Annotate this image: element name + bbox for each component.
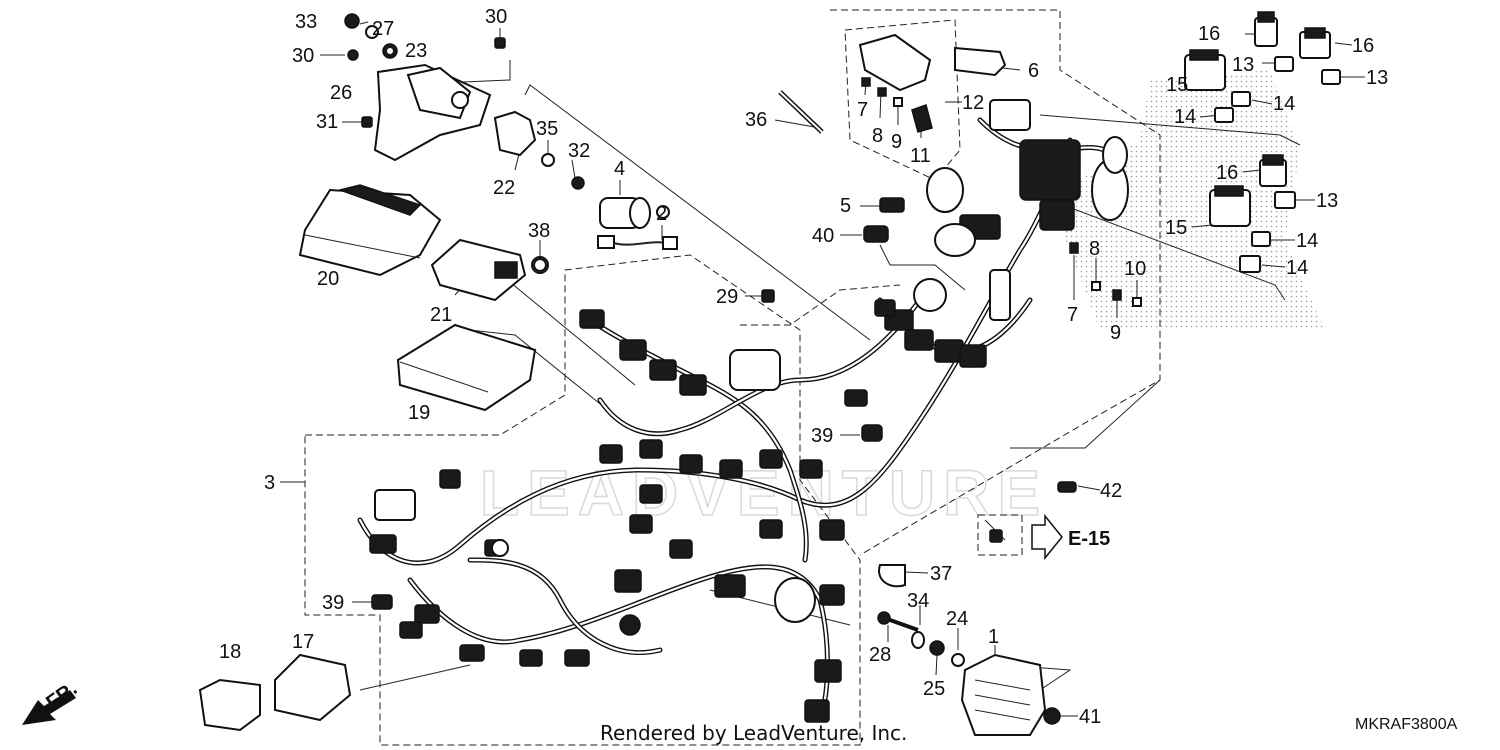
callout-21: 21 (430, 304, 452, 326)
front-direction-arrow: FR. (22, 678, 81, 725)
callout-32: 32 (568, 140, 590, 162)
callout-16-c: 16 (1216, 162, 1238, 184)
callout-8-right: 8 (1089, 238, 1100, 260)
render-credit: Rendered by LeadVenture, Inc. (600, 721, 907, 745)
callout-12: 12 (962, 92, 984, 114)
callout-4: 4 (614, 158, 625, 180)
callout-41: 41 (1079, 706, 1101, 728)
callout-16-b: 16 (1352, 35, 1374, 57)
callout-38: 38 (528, 220, 550, 242)
callout-6: 6 (1028, 60, 1039, 82)
callout-40: 40 (812, 225, 834, 247)
callout-36: 36 (745, 109, 767, 131)
parts-artwork (198, 11, 1341, 736)
watermark: LEADVENTURE (480, 457, 1048, 529)
callout-19: 19 (408, 402, 430, 424)
callout-27: 27 (372, 18, 394, 40)
callout-30-top: 30 (485, 6, 507, 28)
callout-34: 34 (907, 590, 929, 612)
callout-37: 37 (930, 563, 952, 585)
callout-5: 5 (840, 195, 851, 217)
callout-42: 42 (1100, 480, 1122, 502)
main-wire-harness (357, 99, 1129, 723)
callout-11: 11 (910, 145, 931, 167)
callout-3: 3 (264, 472, 275, 494)
callout-14-c: 14 (1296, 230, 1318, 252)
callout-10: 10 (1124, 258, 1146, 280)
callout-31: 31 (316, 111, 338, 133)
e15-box (977, 514, 1023, 556)
callout-26: 26 (330, 82, 352, 104)
callout-14-a: 14 (1273, 93, 1295, 115)
callout-14-b: 14 (1174, 106, 1196, 128)
callout-28: 28 (869, 644, 891, 666)
callout-18: 18 (219, 641, 241, 663)
callout-33: 33 (295, 11, 317, 33)
callout-7-fuse: 7 (857, 99, 868, 121)
fuse-inset-box (844, 19, 961, 181)
callout-20: 20 (317, 268, 339, 290)
callout-15-a: 15 (1166, 74, 1188, 96)
callout-13-b: 13 (1366, 67, 1388, 89)
callout-17: 17 (292, 631, 314, 653)
callout-24: 24 (946, 608, 968, 630)
callout-22: 22 (493, 177, 515, 199)
harness-group-box (304, 254, 861, 746)
callout-25: 25 (923, 678, 945, 700)
callout-labels: 1 2 3 4 5 6 7 7 8 8 9 9 10 11 12 13 13 1… (219, 6, 1388, 728)
callout-13-a: 13 (1232, 54, 1254, 76)
callout-9-fuse: 9 (891, 131, 902, 153)
callout-7-right: 7 (1067, 304, 1078, 326)
callout-30-left: 30 (292, 45, 314, 67)
callout-39-lower: 39 (322, 592, 344, 614)
callout-8-fuse: 8 (872, 125, 883, 147)
callout-29: 29 (716, 286, 738, 308)
callout-2: 2 (656, 203, 667, 225)
bolt-29-box (740, 284, 901, 326)
callout-1: 1 (988, 626, 999, 648)
reference-label: E-15 (1068, 528, 1110, 550)
callout-9-right: 9 (1110, 322, 1121, 344)
callout-14-d: 14 (1286, 257, 1308, 279)
callout-35: 35 (536, 118, 558, 140)
fuse-box-group (830, 9, 1161, 556)
callout-16-a: 16 (1198, 23, 1220, 45)
callout-15-b: 15 (1165, 217, 1187, 239)
callout-39-upper: 39 (811, 425, 833, 447)
callout-13-c: 13 (1316, 190, 1338, 212)
e15-reference: E-15 (1031, 513, 1110, 561)
drawing-code: MKRAF3800A (1355, 716, 1458, 733)
callout-23: 23 (405, 40, 427, 62)
